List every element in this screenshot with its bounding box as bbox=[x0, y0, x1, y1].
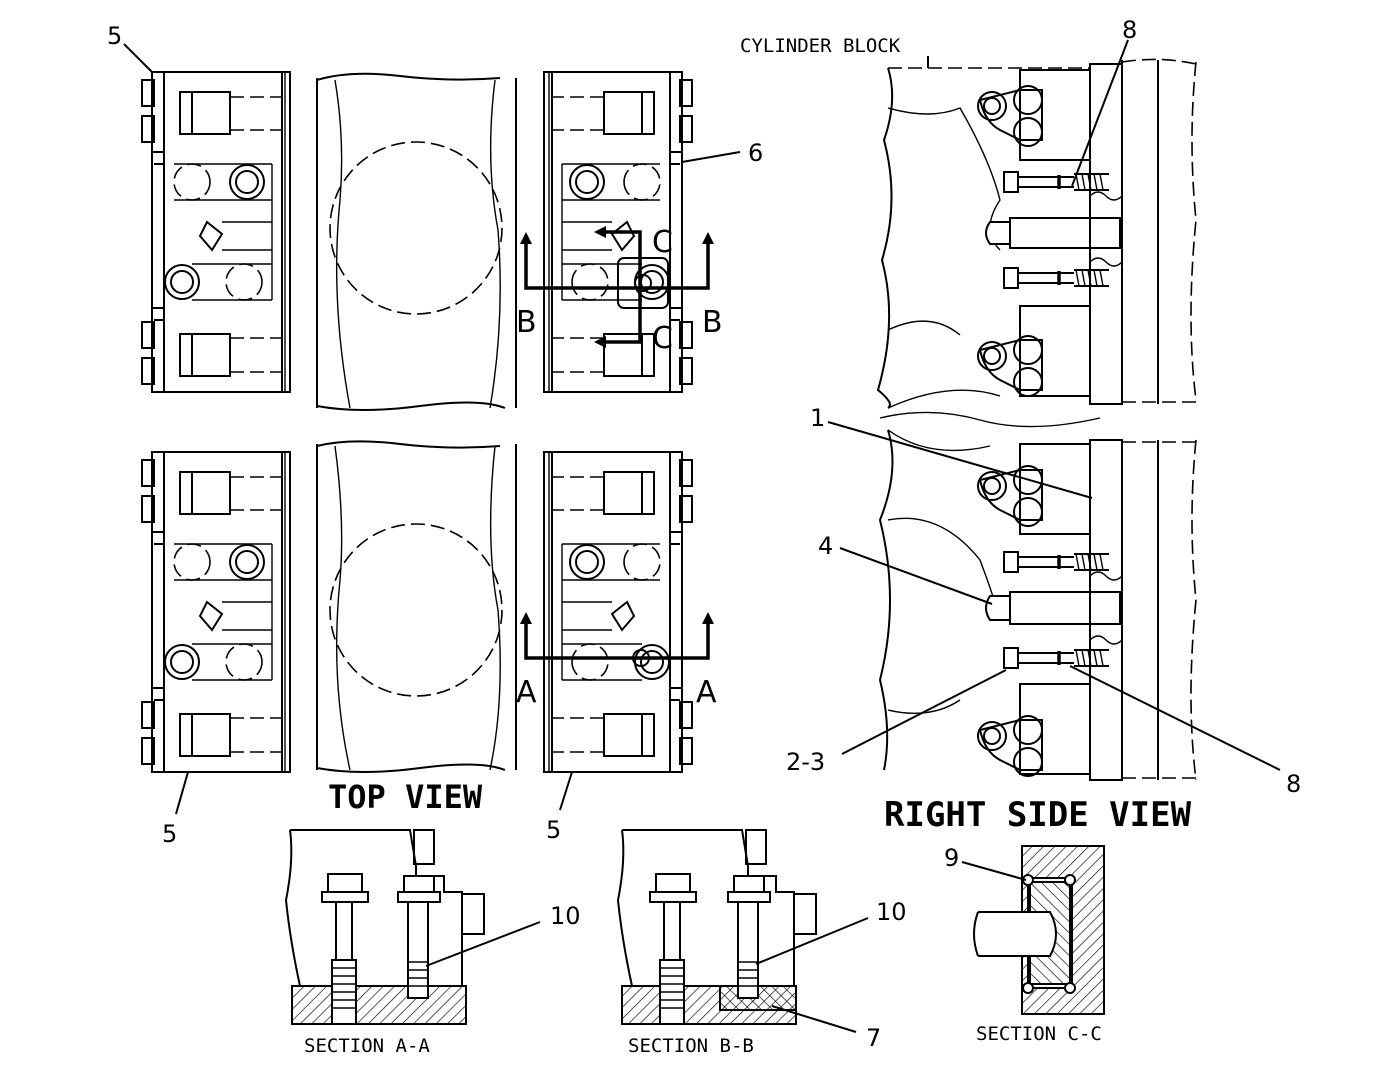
callout-4: 4 bbox=[818, 532, 833, 560]
lug-upper-bottom bbox=[977, 335, 1043, 397]
section-marker-c-top: C bbox=[652, 225, 673, 260]
section-b-b-label: SECTION B-B bbox=[628, 1035, 754, 1057]
section-b-b: 10 7 SECTION B-B bbox=[616, 829, 907, 1057]
section-c-arrows bbox=[594, 226, 669, 348]
top-view-title: TOP VIEW bbox=[328, 778, 483, 816]
section-marker-a-left: A bbox=[516, 675, 537, 710]
callout-7: 7 bbox=[866, 1024, 881, 1052]
callout-10-b: 10 bbox=[876, 898, 907, 926]
callout-6: 6 bbox=[748, 139, 763, 167]
lug-upper-top bbox=[977, 85, 1043, 147]
section-marker-b-left: B bbox=[516, 305, 537, 340]
section-marker-b-right: B bbox=[702, 305, 723, 340]
cylinder-block-label: CYLINDER BLOCK bbox=[740, 35, 901, 57]
bearing-cap-bottom-left bbox=[141, 451, 291, 773]
bolt-upper-1 bbox=[1002, 170, 1111, 194]
bolt-lower-2 bbox=[1002, 646, 1111, 670]
bearing-cap-bottom-right bbox=[543, 451, 693, 773]
right-side-view: CYLINDER BLOCK bbox=[740, 16, 1301, 835]
callout-9: 9 bbox=[944, 844, 959, 872]
callout-2-3: 2-3 bbox=[786, 748, 825, 776]
top-view: B B C C A A 5 6 5 5 TOP VIEW bbox=[107, 22, 763, 848]
bearing-cap-top-left bbox=[141, 71, 291, 393]
callout-10-a: 10 bbox=[550, 902, 581, 930]
section-c-c-label: SECTION C-C bbox=[976, 1023, 1102, 1045]
section-a-arrows bbox=[520, 612, 714, 667]
bolt-lower-1 bbox=[1002, 550, 1111, 574]
callout-5-top: 5 bbox=[107, 22, 122, 50]
bolt-upper-2 bbox=[1002, 266, 1111, 290]
callout-8-top: 8 bbox=[1122, 16, 1137, 44]
journal-upper bbox=[316, 72, 517, 411]
right-side-view-title: RIGHT SIDE VIEW bbox=[884, 795, 1192, 835]
journal-lower bbox=[316, 440, 517, 773]
section-marker-c-bottom: C bbox=[652, 321, 673, 356]
callout-5-bottom-mid: 5 bbox=[546, 816, 561, 844]
section-a-a-label: SECTION A-A bbox=[304, 1035, 430, 1057]
callout-1: 1 bbox=[810, 404, 825, 432]
callout-5-bottom-left: 5 bbox=[162, 820, 177, 848]
section-a-a: 10 SECTION A-A bbox=[284, 829, 581, 1057]
callout-8-bottom: 8 bbox=[1286, 770, 1301, 798]
lug-lower-bottom bbox=[977, 715, 1043, 777]
section-marker-a-right: A bbox=[696, 675, 717, 710]
section-c-c: 9 SECTION C-C bbox=[944, 844, 1105, 1045]
